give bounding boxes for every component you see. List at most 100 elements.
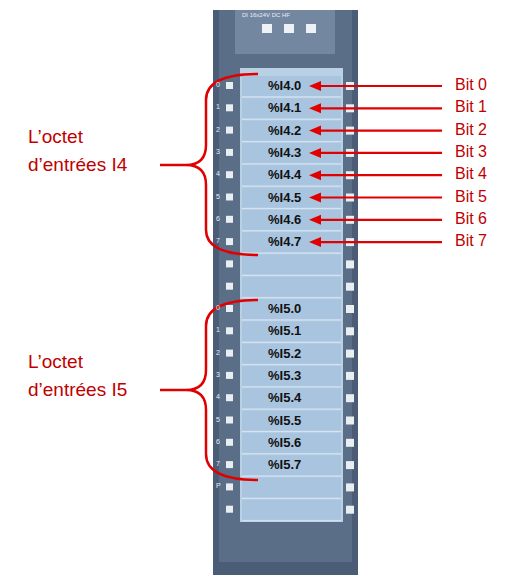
bit-label: Bit 7 xyxy=(455,232,487,250)
input-address: %I5.2 xyxy=(268,346,301,361)
channel-number: 3 xyxy=(216,371,220,378)
arrow-head xyxy=(309,148,321,158)
label-cell xyxy=(242,388,341,408)
channel-led xyxy=(226,127,233,134)
terminal xyxy=(346,461,354,469)
channel-number: 2 xyxy=(216,126,220,133)
leader-arrow xyxy=(318,241,442,243)
terminal xyxy=(346,439,354,447)
terminal xyxy=(346,327,354,335)
arrow-head xyxy=(309,81,321,91)
channel-number: 2 xyxy=(216,349,220,356)
label-cell xyxy=(242,277,341,297)
input-address: %I4.6 xyxy=(268,212,301,227)
input-address: %I4.4 xyxy=(268,167,301,182)
channel-led xyxy=(226,104,233,111)
housing-foot xyxy=(219,562,352,575)
cell-separator xyxy=(242,453,341,454)
channel-led xyxy=(226,394,233,401)
channel-led xyxy=(226,506,233,513)
channel-led xyxy=(226,149,233,156)
terminal xyxy=(346,305,354,313)
cell-separator xyxy=(242,476,341,477)
housing-edge xyxy=(213,10,219,575)
input-address: %I4.7 xyxy=(268,234,301,249)
cell-separator xyxy=(242,386,341,387)
input-address: %I5.4 xyxy=(268,390,301,405)
channel-number: 0 xyxy=(216,304,220,311)
channel-led xyxy=(226,283,233,290)
cell-separator xyxy=(242,97,341,98)
channel-led xyxy=(226,372,233,379)
arrow-head xyxy=(309,170,321,180)
input-address: %I5.3 xyxy=(268,368,301,383)
channel-number: 5 xyxy=(216,416,220,423)
input-address: %I4.3 xyxy=(268,145,301,160)
channel-number: 1 xyxy=(216,326,220,333)
arrow-head xyxy=(309,126,321,136)
channel-led xyxy=(226,350,233,357)
byte-name: L’octet d’entrées I4 xyxy=(28,123,156,179)
channel-led xyxy=(226,305,233,312)
channel-led xyxy=(226,483,233,490)
channel-number: 5 xyxy=(216,193,220,200)
label-cell xyxy=(242,299,341,319)
channel-led xyxy=(226,171,233,178)
front-connector xyxy=(235,10,335,54)
channel-led xyxy=(226,194,233,201)
channel-led xyxy=(226,439,233,446)
bit-label: Bit 3 xyxy=(455,143,487,161)
leader-arrow xyxy=(318,130,442,132)
cell-separator xyxy=(242,208,341,209)
terminal xyxy=(346,260,354,268)
leader-arrow xyxy=(318,152,442,154)
cell-separator xyxy=(242,186,341,187)
input-address: %I5.7 xyxy=(268,457,301,472)
terminal xyxy=(346,417,354,425)
bit-label: Bit 6 xyxy=(455,210,487,228)
terminal xyxy=(346,372,354,380)
byte-bracket xyxy=(160,74,258,255)
bit-label: Bit 2 xyxy=(455,121,487,139)
label-cell xyxy=(242,500,341,520)
input-address: %I5.1 xyxy=(268,323,301,338)
label-cell xyxy=(242,433,341,453)
leader-arrow xyxy=(318,107,442,109)
channel-number: 3 xyxy=(216,148,220,155)
input-address: %I4.1 xyxy=(268,100,301,115)
label-cell xyxy=(242,366,341,386)
cell-separator xyxy=(242,297,341,298)
channel-led xyxy=(226,216,233,223)
cell-separator xyxy=(242,498,341,499)
terminal xyxy=(346,394,354,402)
channel-number: 7 xyxy=(216,460,220,467)
input-address: %I4.5 xyxy=(268,190,301,205)
channel-number: 6 xyxy=(216,438,220,445)
byte-bracket xyxy=(160,300,258,480)
label-cell xyxy=(242,321,341,341)
arrow-head xyxy=(309,103,321,113)
channel-number: 4 xyxy=(216,170,220,177)
terminal xyxy=(346,506,354,514)
terminal xyxy=(346,483,354,491)
terminal xyxy=(346,350,354,358)
channel-led xyxy=(226,461,233,468)
cell-separator xyxy=(242,364,341,365)
cell-separator xyxy=(242,520,341,521)
channel-led xyxy=(226,327,233,334)
channel-number: 1 xyxy=(216,103,220,110)
input-address: %I5.0 xyxy=(268,301,301,316)
module-housing xyxy=(213,10,358,575)
input-address: %I5.6 xyxy=(268,435,301,450)
channel-led xyxy=(226,82,233,89)
arrow-head xyxy=(309,193,321,203)
arrow-head xyxy=(309,237,321,247)
byte-name: L’octet d’entrées I5 xyxy=(28,348,156,404)
channel-led xyxy=(226,238,233,245)
module-name: DI 16x24V DC HF xyxy=(242,12,290,18)
leader-arrow xyxy=(318,174,442,176)
status-led xyxy=(262,24,272,33)
channel-number: 7 xyxy=(216,237,220,244)
